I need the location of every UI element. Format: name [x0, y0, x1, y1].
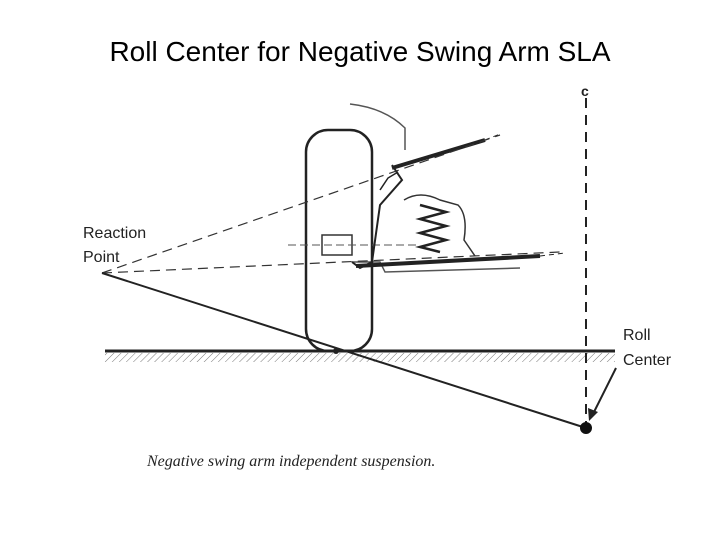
roll-center-point [580, 422, 592, 434]
tire [304, 128, 374, 353]
spring [415, 203, 451, 254]
body-outline [349, 103, 406, 150]
slide-title: Roll Center for Negative Swing Arm SLA [109, 36, 611, 67]
centerline-label: c [581, 83, 589, 99]
knuckle [351, 164, 404, 270]
spring-tower [403, 194, 476, 257]
body-outline-lower [352, 261, 521, 273]
knuckle-inner [379, 171, 399, 191]
lower-control-arm [355, 254, 541, 268]
roll-center-label-line2: Center [623, 352, 672, 369]
roll-center-label-line1: Roll [623, 327, 651, 344]
upper-control-arm [391, 138, 486, 170]
reaction-point-label-line2: Point [83, 249, 120, 266]
roll-center-arrowhead [588, 408, 598, 421]
lower-arm-projection [101, 251, 561, 274]
contact-patch-point [333, 348, 339, 354]
ground-hatching [105, 353, 615, 362]
lower-arm-extension [539, 252, 566, 257]
figure-caption: Negative swing arm independent suspensio… [146, 453, 435, 470]
upper-arm-projection [101, 134, 501, 274]
roll-center-line [101, 272, 587, 429]
roll-center-leader [591, 367, 617, 417]
reaction-point-label-line1: Reaction [83, 225, 146, 242]
